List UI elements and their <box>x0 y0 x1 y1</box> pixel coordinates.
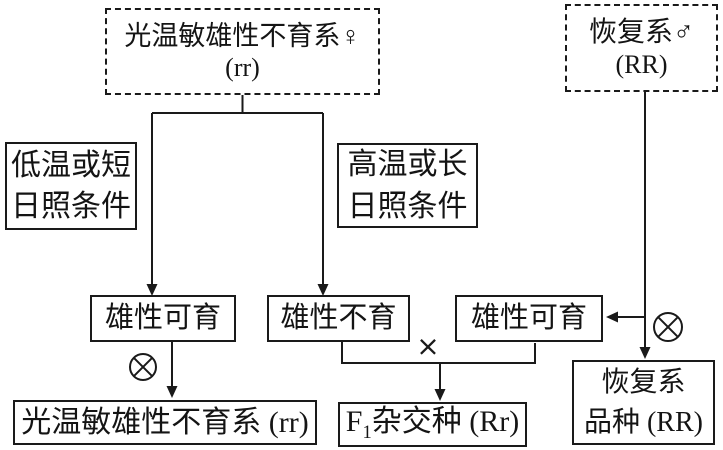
box-low-temp-condition-line1: 低温或短 <box>11 148 131 182</box>
f1-prefix: F <box>345 405 363 439</box>
box-low-temp-condition: 低温或短 日照条件 <box>5 142 137 230</box>
box-male-fertile-right: 雄性可育 <box>455 295 603 342</box>
box-restorer-variety-line2: 品种 (RR) <box>583 406 703 438</box>
box-pts-sterile-result-label: 光温敏雄性不育系 (rr) <box>21 405 309 439</box>
box-restorer-line: 恢复系♂ (RR) <box>565 4 718 92</box>
box-restorer-line-genotype: (RR) <box>615 50 668 80</box>
box-restorer-variety-line1: 恢复系 <box>601 367 686 399</box>
self-pollination-icon-left <box>129 353 157 381</box>
box-pts-male-sterile-line: 光温敏雄性不育系♀ (rr) <box>105 8 380 95</box>
box-restorer-variety: 恢复系 品种 (RR) <box>572 360 715 445</box>
cross-symbol: × <box>416 329 440 363</box>
f1-rest: 杂交种 (Rr) <box>371 405 520 439</box>
f1-subscript: 1 <box>362 422 372 444</box>
box-male-sterile: 雄性不育 <box>267 295 410 342</box>
box-male-sterile-label: 雄性不育 <box>280 302 397 335</box>
self-pollination-icon-right <box>653 312 683 342</box>
box-pts-sterile-result: 光温敏雄性不育系 (rr) <box>13 400 317 445</box>
box-male-fertile-left-label: 雄性可育 <box>104 302 221 335</box>
box-high-temp-condition: 高温或长 日照条件 <box>337 143 478 228</box>
box-high-temp-condition-line2: 日照条件 <box>347 189 468 223</box>
box-f1-hybrid-label: F1杂交种 (Rr) <box>346 404 519 444</box>
box-low-temp-condition-line2: 日照条件 <box>11 190 131 223</box>
cross-bracket <box>341 342 536 364</box>
box-f1-hybrid: F1杂交种 (Rr) <box>338 402 527 447</box>
box-pts-male-sterile-line-label: 光温敏雄性不育系♀ <box>124 20 361 51</box>
split-connector <box>152 95 323 114</box>
box-high-temp-condition-line1: 高温或长 <box>347 148 468 182</box>
box-pts-male-sterile-line-genotype: (rr) <box>225 53 260 83</box>
box-male-fertile-right-label: 雄性可育 <box>470 302 587 335</box>
box-restorer-line-label: 恢复系♂ <box>588 16 694 48</box>
box-male-fertile-left: 雄性可育 <box>90 295 236 342</box>
